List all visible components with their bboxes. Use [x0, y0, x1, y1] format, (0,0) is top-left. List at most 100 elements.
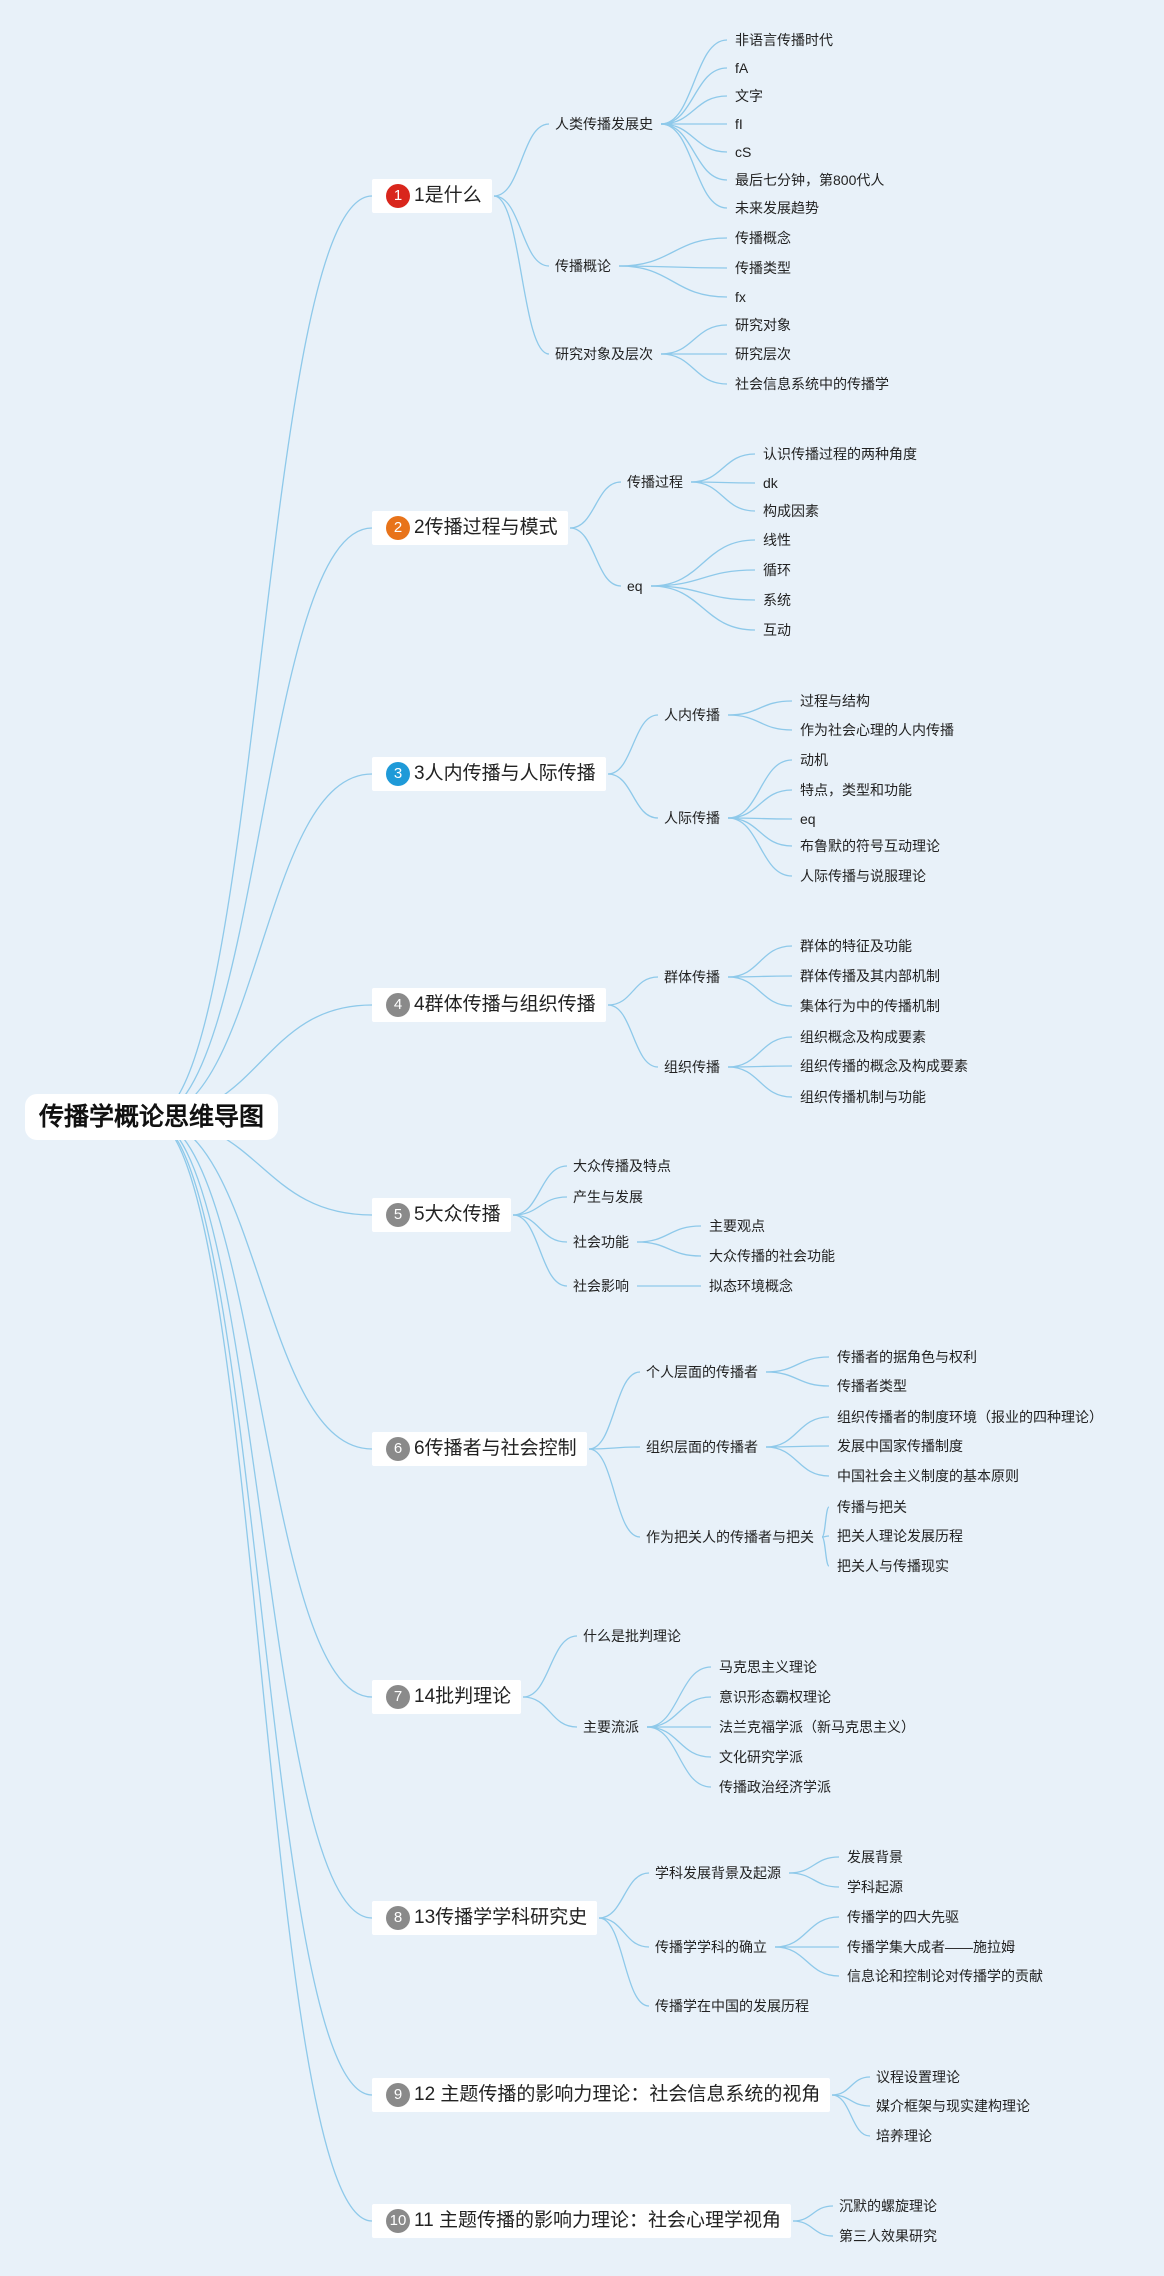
leaf-node[interactable]: 法兰克福学派（新马克思主义）	[719, 1719, 915, 1735]
leaf-node[interactable]: fI	[735, 116, 743, 132]
leaf-node[interactable]: 互动	[763, 622, 791, 638]
subtopic-node[interactable]: 什么是批判理论	[583, 1628, 681, 1644]
leaf-node[interactable]: 传播政治经济学派	[719, 1779, 831, 1795]
leaf-node[interactable]: 社会信息系统中的传播学	[735, 376, 889, 392]
leaf-node[interactable]: 构成因素	[763, 503, 819, 519]
root-node[interactable]: 传播学概论思维导图	[25, 1094, 279, 1140]
leaf-node[interactable]: 群体的特征及功能	[800, 938, 912, 954]
leaf-node[interactable]: dk	[763, 475, 778, 491]
subtopic-node[interactable]: 议程设置理论	[876, 2069, 960, 2085]
subtopic-to-leaf-link	[727, 759, 793, 819]
leaf-node[interactable]: 研究层次	[735, 346, 791, 362]
subtopic-node[interactable]: 群体传播	[664, 969, 720, 985]
subtopic-node[interactable]: 传播概论	[555, 258, 611, 274]
subtopic-node[interactable]: 学科发展背景及起源	[655, 1865, 781, 1881]
leaf-node[interactable]: 传播概念	[735, 230, 791, 246]
leaf-node[interactable]: 传播者类型	[837, 1378, 907, 1394]
leaf-node[interactable]: 学科起源	[847, 1879, 903, 1895]
subtopic-node[interactable]: 传播学学科的确立	[655, 1939, 767, 1955]
leaf-node[interactable]: 传播者的据角色与权利	[837, 1349, 977, 1365]
subtopic-node[interactable]: 组织层面的传播者	[646, 1439, 758, 1455]
leaf-node[interactable]: 传播学的四大先驱	[847, 1909, 959, 1925]
subtopic-node[interactable]: 研究对象及层次	[555, 346, 653, 362]
subtopic-node[interactable]: 人内传播	[664, 707, 720, 723]
subtopic-node[interactable]: 第三人效果研究	[839, 2228, 937, 2244]
subtopic-node[interactable]: 主要流派	[583, 1719, 639, 1735]
leaf-node[interactable]: 发展背景	[847, 1849, 903, 1865]
leaf-node[interactable]: eq	[800, 811, 816, 827]
leaf-node[interactable]: 人际传播与说服理论	[800, 868, 926, 884]
leaf-node[interactable]: 集体行为中的传播机制	[800, 998, 940, 1014]
leaf-node[interactable]: 文字	[735, 88, 763, 104]
subtopic-node[interactable]: 大众传播及特点	[573, 1158, 671, 1174]
leaf-node[interactable]: 过程与结构	[800, 693, 870, 709]
leaf-node[interactable]: 未来发展趋势	[735, 200, 819, 216]
subtopic-node[interactable]: 社会影响	[573, 1278, 629, 1294]
subtopic-node[interactable]: 产生与发展	[573, 1189, 643, 1205]
subtopic-node[interactable]: 传播过程	[627, 474, 683, 490]
leaf-node[interactable]: fx	[735, 289, 746, 305]
leaf-node[interactable]: 拟态环境概念	[709, 1278, 793, 1294]
subtopic-node[interactable]: 人类传播发展史	[555, 116, 653, 132]
leaf-node[interactable]: 组织概念及构成要素	[800, 1029, 926, 1045]
root-to-topic-link	[149, 1117, 373, 1698]
leaf-node[interactable]: 传播学集大成者——施拉姆	[847, 1939, 1015, 1955]
leaf-node[interactable]: fA	[735, 60, 749, 76]
leaf-node[interactable]: 把关人与传播现实	[837, 1558, 949, 1574]
subtopic-to-leaf-link	[727, 1066, 793, 1098]
subtopic-node[interactable]: 沉默的螺旋理论	[839, 2198, 937, 2214]
leaf-node[interactable]: 最后七分钟，第800代人	[735, 172, 885, 188]
leaf-node[interactable]: 动机	[800, 752, 828, 768]
subtopic-to-leaf-link	[650, 539, 756, 587]
leaf-node[interactable]: 文化研究学派	[719, 1749, 803, 1765]
subtopic-node[interactable]: 传播学在中国的发展历程	[655, 1998, 809, 2014]
leaf-node[interactable]: 信息论和控制论对传播学的贡献	[847, 1968, 1043, 1984]
leaf-node[interactable]: 组织传播的概念及构成要素	[800, 1058, 968, 1074]
leaf-node[interactable]: 传播类型	[735, 260, 791, 276]
leaf-node[interactable]: 主要观点	[709, 1218, 765, 1234]
leaf-node[interactable]: 组织传播机制与功能	[800, 1089, 926, 1105]
subtopic-to-leaf-link	[636, 1225, 702, 1243]
leaf-node[interactable]: 组织传播者的制度环境（报业的四种理论）	[837, 1409, 1103, 1425]
topic-number-badge: 6	[386, 1437, 410, 1461]
subtopic-node[interactable]: eq	[627, 578, 643, 594]
leaf-node[interactable]: 特点，类型和功能	[800, 782, 912, 798]
leaf-node[interactable]: 认识传播过程的两种角度	[763, 446, 917, 462]
subtopic-node[interactable]: 社会功能	[573, 1234, 629, 1250]
topic-to-subtopic-link	[588, 1446, 641, 1450]
subtopic-to-leaf-link	[660, 324, 728, 355]
subtopic-node[interactable]: 个人层面的传播者	[646, 1364, 758, 1380]
subtopic-node[interactable]: 组织传播	[664, 1059, 720, 1075]
leaf-node[interactable]: 群体传播及其内部机制	[800, 968, 940, 984]
subtopic-node[interactable]: 人际传播	[664, 810, 720, 826]
leaf-node[interactable]: 研究对象	[735, 317, 791, 333]
leaf-node[interactable]: 作为社会心理的人内传播	[800, 722, 954, 738]
leaf-node[interactable]: 传播与把关	[837, 1499, 907, 1515]
leaf-node[interactable]: 循环	[763, 562, 791, 578]
leaf-node[interactable]: 中国社会主义制度的基本原则	[837, 1468, 1019, 1484]
subtopic-node[interactable]: 作为把关人的传播者与把关	[646, 1529, 814, 1545]
leaf-node[interactable]: 非语言传播时代	[735, 32, 833, 48]
leaf-node[interactable]: 意识形态霸权理论	[719, 1689, 831, 1705]
leaf-node[interactable]: 把关人理论发展历程	[837, 1528, 963, 1544]
leaf-node[interactable]: 马克思主义理论	[719, 1659, 817, 1675]
leaf-node[interactable]: 大众传播的社会功能	[709, 1248, 835, 1264]
topic-to-subtopic-link	[831, 2094, 871, 2137]
leaf-node[interactable]: cS	[735, 144, 752, 160]
leaf-node[interactable]: 发展中国家传播制度	[837, 1438, 963, 1454]
subtopic-node[interactable]: 媒介框架与现实建构理论	[876, 2098, 1030, 2114]
leaf-node[interactable]: 布鲁默的符号互动理论	[800, 838, 940, 854]
leaf-node[interactable]: 线性	[763, 532, 791, 548]
leaf-node[interactable]: 系统	[763, 592, 791, 608]
subtopic-node[interactable]: 培养理论	[876, 2128, 932, 2144]
